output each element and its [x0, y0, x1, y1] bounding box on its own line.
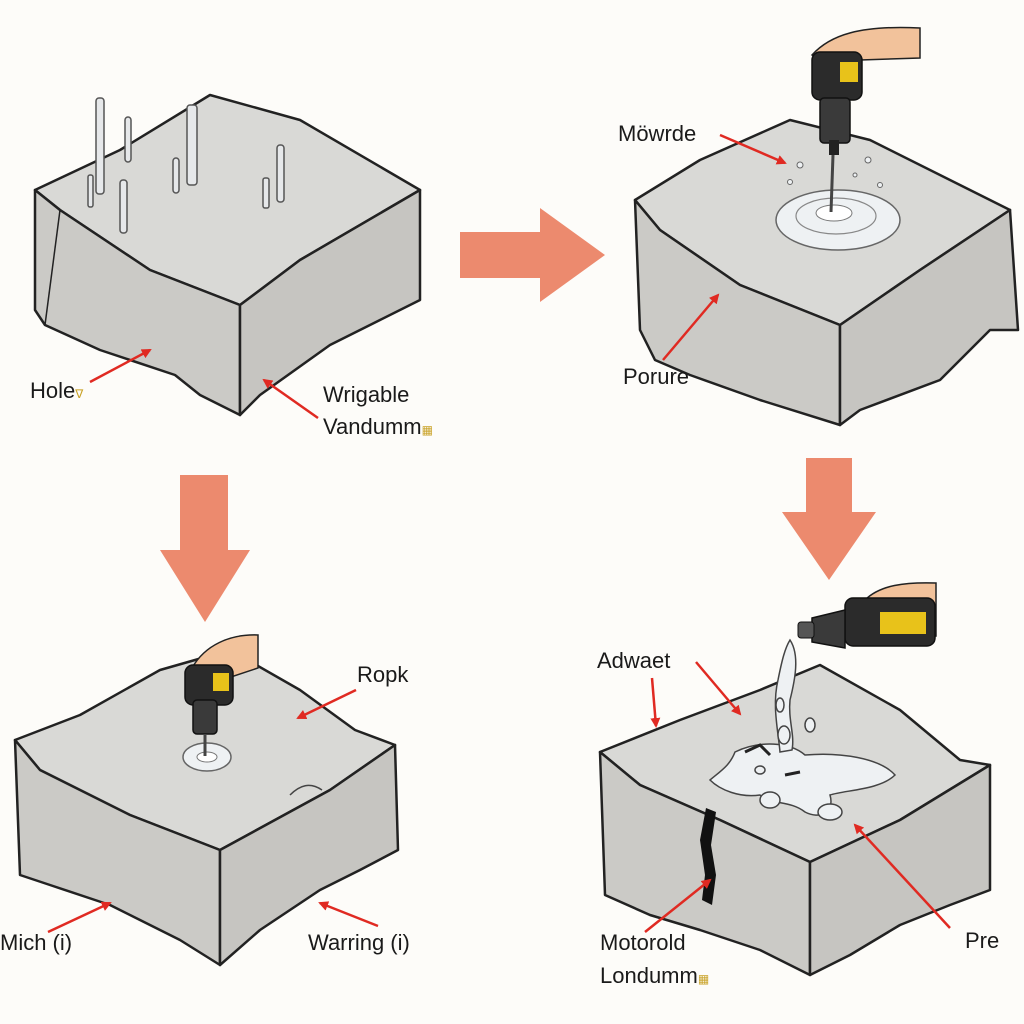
crack — [700, 808, 716, 905]
concrete-block — [633, 118, 1020, 427]
concrete-block — [33, 93, 422, 417]
label-pre: Pre — [965, 928, 1000, 953]
pointer-arrow-mowrde — [719, 133, 787, 165]
label-ropk: Ropk — [357, 662, 409, 687]
drill-icon — [810, 26, 921, 213]
concrete-block — [598, 663, 992, 977]
panel-bottom-left — [13, 634, 400, 967]
pointer-arrow-porure — [662, 293, 720, 361]
pointer-arrow-wrigable — [262, 378, 319, 420]
label-porure: Porure — [623, 364, 690, 389]
caulk-gun-icon — [797, 582, 937, 649]
label-mowrde: Möwrde — [618, 121, 697, 146]
label-warring: Warring (i) — [308, 930, 410, 955]
pointer-arrow-ropk — [296, 688, 357, 720]
pointer-arrow-hole — [89, 348, 152, 384]
label-adwaet: Adwaet — [597, 648, 671, 673]
flow-arrow-icon — [460, 208, 605, 302]
flow-arrow-icon — [160, 475, 250, 622]
label-vandumm: Vandumm▦ — [323, 414, 433, 439]
pointer-arrow-adwaet-right — [695, 661, 742, 716]
pointer-arrow-adwaet-left — [650, 677, 661, 728]
pointer-arrow-mich — [47, 901, 112, 934]
pointer-arrow-warring — [318, 901, 379, 928]
label-hole: Hole∇ — [30, 378, 83, 403]
label-mich: Mich (i) — [0, 930, 73, 955]
panel-top-right — [633, 26, 1020, 427]
label-londumm-text: Londumm — [600, 963, 698, 988]
label-vandumm-text: Vandumm — [323, 414, 422, 439]
glyph-mark: ∇ — [75, 387, 84, 401]
label-hole-text: Hole — [30, 378, 76, 403]
pointer-arrow-pre — [853, 823, 951, 929]
flow-arrow-icon — [782, 458, 876, 580]
grout-puddle — [775, 156, 901, 251]
rebar-rods — [87, 97, 285, 234]
label-londumm: Londumm▦ — [600, 963, 709, 988]
drill-icon — [184, 634, 259, 756]
glyph-mark: ▦ — [421, 423, 433, 437]
panel-bottom-right — [598, 582, 992, 977]
grout-spread — [708, 638, 897, 821]
pointer-arrow-motorold — [644, 878, 712, 933]
panel-top-left — [33, 93, 422, 420]
glyph-mark: ▦ — [697, 972, 710, 986]
label-motorold: Motorold — [600, 930, 686, 955]
label-wrigable: Wrigable — [323, 382, 410, 407]
